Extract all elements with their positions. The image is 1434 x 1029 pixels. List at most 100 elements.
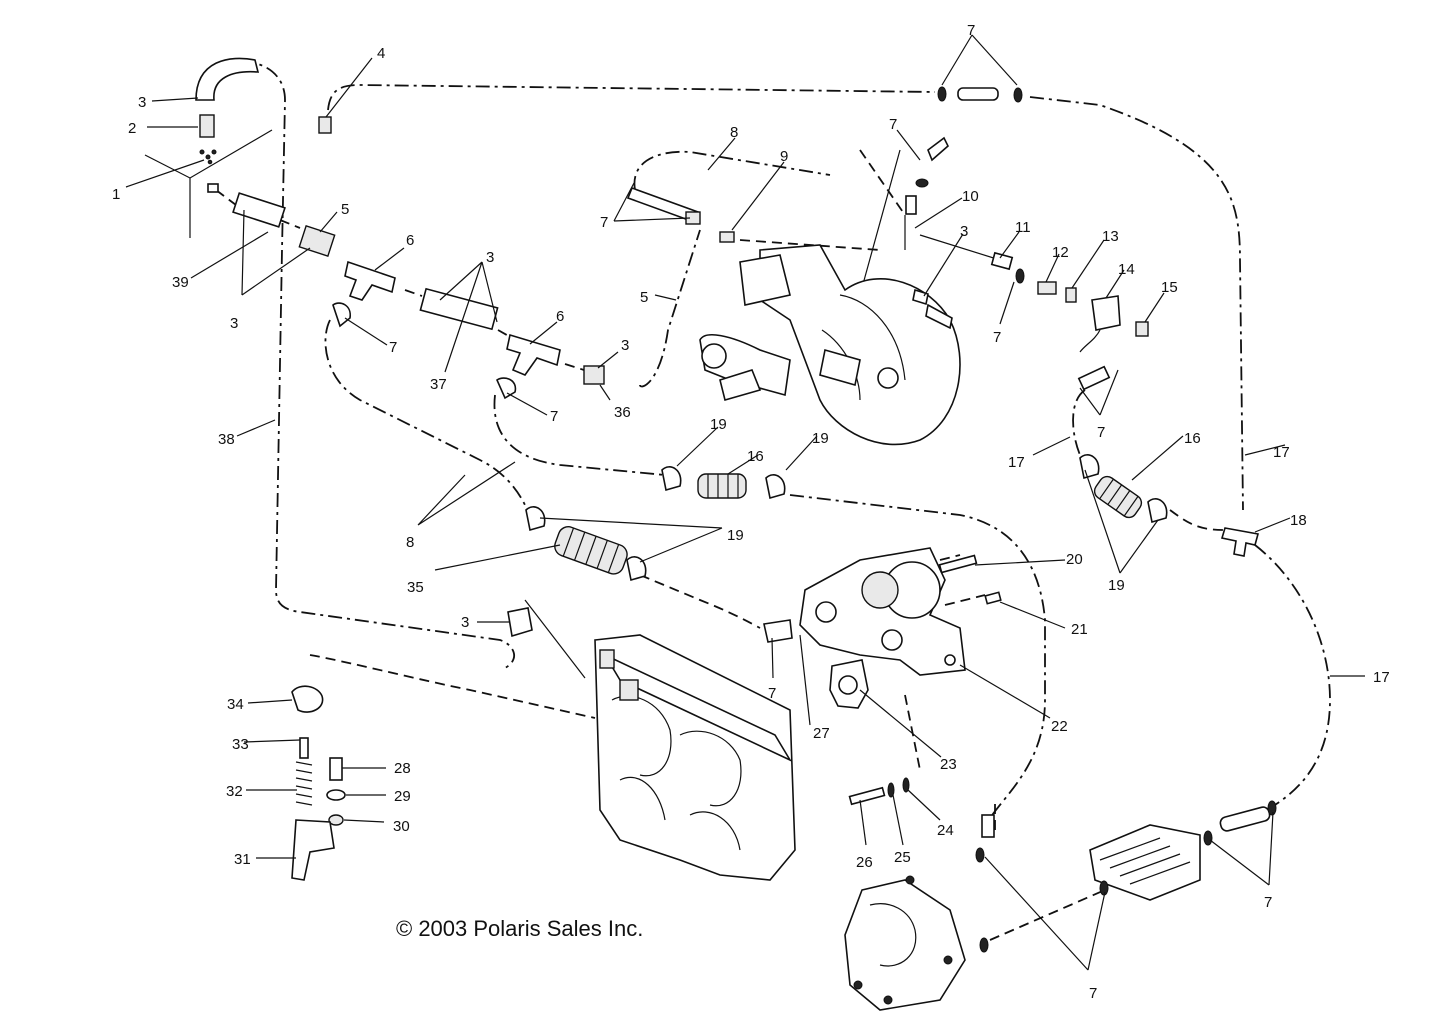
callout-19d: 19: [727, 527, 744, 544]
part-7-tube-lower-right: [1219, 806, 1271, 832]
line-23: [904, 694, 921, 771]
callout-32: 32: [226, 783, 243, 800]
callout-1: 1: [112, 186, 120, 203]
part-13-fitting: [1065, 287, 1077, 303]
part-7-fitting-lower: [763, 619, 793, 643]
callout-37: 37: [430, 376, 447, 393]
hose-top: [327, 84, 936, 111]
callout-7i: 7: [1264, 894, 1272, 911]
callout-8b: 8: [406, 534, 414, 551]
hose-37a: [404, 289, 423, 297]
callout-26: 26: [856, 854, 873, 871]
hose-5: [639, 229, 701, 388]
hose-37b: [497, 329, 513, 339]
part-39-tube: [232, 192, 286, 228]
part-small-nipple: [207, 183, 219, 193]
hose-38: [204, 60, 515, 669]
part-19-clamp-c: [525, 506, 546, 532]
part-34-gasket: [291, 685, 324, 713]
callout-19a: 19: [1108, 577, 1125, 594]
copyright-text: © 2003 Polaris Sales Inc.: [396, 916, 644, 941]
callout-19b: 19: [710, 416, 727, 433]
line-11: [919, 234, 1001, 261]
part-6-tee-a: [344, 260, 396, 301]
callout-16a: 16: [1184, 430, 1201, 447]
callout-34: 34: [227, 696, 244, 713]
intake-manifold: [594, 634, 796, 881]
part-2-fitting: [199, 114, 215, 138]
hose-8-left: [324, 319, 526, 506]
part-26-bolt: [848, 786, 886, 806]
callout-6b: 6: [556, 308, 564, 325]
part-19-clamp-e: [1079, 454, 1100, 480]
callout-15: 15: [1161, 279, 1178, 296]
throttle-body: [799, 547, 966, 676]
callout-21: 21: [1071, 621, 1088, 638]
part-11-tube: [990, 251, 1014, 271]
callout-13: 13: [1102, 228, 1119, 245]
callout-7g: 7: [1097, 424, 1105, 441]
part-7-tube-mid: [1077, 365, 1111, 391]
part-7-fitting: [927, 136, 949, 162]
callout-17b: 17: [1273, 444, 1290, 461]
callout-35: 35: [407, 579, 424, 596]
line-34: [309, 654, 596, 719]
callout-36: 36: [614, 404, 631, 421]
callout-24: 24: [937, 822, 954, 839]
part-3-elbow: [195, 57, 260, 101]
callout-5: 5: [341, 201, 349, 218]
callout-25: 25: [894, 849, 911, 866]
part-32-spring: [295, 761, 313, 806]
part-35-bellows: [554, 526, 628, 575]
part-1-holes: [205, 154, 211, 160]
part-30-washer: [328, 814, 344, 826]
callout-31: 31: [234, 851, 251, 868]
part-15-fitting: [1135, 321, 1149, 337]
line-7-top: [859, 149, 906, 216]
callout-2: 2: [128, 120, 136, 137]
part-4-fitting: [318, 116, 332, 134]
callout-38: 38: [218, 431, 235, 448]
callout-12: 12: [1052, 244, 1069, 261]
hose-17-mid: [1072, 389, 1086, 456]
oil-injection-box: [1089, 824, 1201, 901]
callout-30: 30: [393, 818, 410, 835]
hose-8-top: [633, 150, 831, 191]
callout-16b: 16: [747, 448, 764, 465]
callout-7e: 7: [889, 116, 897, 133]
leader-lines: [125, 34, 1365, 971]
hose-17-join: [1169, 509, 1226, 531]
callout-19c: 19: [812, 430, 829, 447]
muffler-body: [759, 244, 961, 446]
callout-17a: 17: [1008, 454, 1025, 471]
line-7-top-b: [859, 149, 901, 296]
callout-10: 10: [962, 188, 979, 205]
callout-7d: 7: [600, 214, 608, 231]
part-7-clamp-a: [332, 302, 351, 328]
part-19-clamp-f: [1147, 498, 1168, 524]
callout-22: 22: [1051, 718, 1068, 735]
part-37-tube: [419, 287, 499, 331]
part-7-tube-top: [957, 87, 999, 101]
callout-labels: 3 2 1 4 5 3 39 6 7 3 37 6 7 3 36 38 7 8 …: [112, 22, 1390, 1002]
part-7-ring: [1015, 268, 1025, 284]
callout-7a: 7: [389, 339, 397, 356]
part-10-nipple: [905, 195, 917, 215]
hose-35-run: [639, 574, 761, 629]
hose-17-right: [1029, 96, 1244, 511]
callout-28: 28: [394, 760, 411, 777]
part-33-pin: [299, 737, 309, 759]
part-21-screw: [984, 591, 1002, 605]
hose-36: [564, 363, 585, 371]
part-29-washer: [326, 789, 346, 801]
callout-7j: 7: [1089, 985, 1097, 1002]
callout-7f: 7: [993, 329, 1001, 346]
parts: [144, 57, 1277, 1011]
part-16-bellows-a: [697, 473, 747, 499]
callout-3d: 3: [621, 337, 629, 354]
hose-8-mid: [493, 394, 666, 476]
callout-29: 29: [394, 788, 411, 805]
callout-3f: 3: [461, 614, 469, 631]
callout-20: 20: [1066, 551, 1083, 568]
part-19-clamp-b: [765, 474, 786, 500]
